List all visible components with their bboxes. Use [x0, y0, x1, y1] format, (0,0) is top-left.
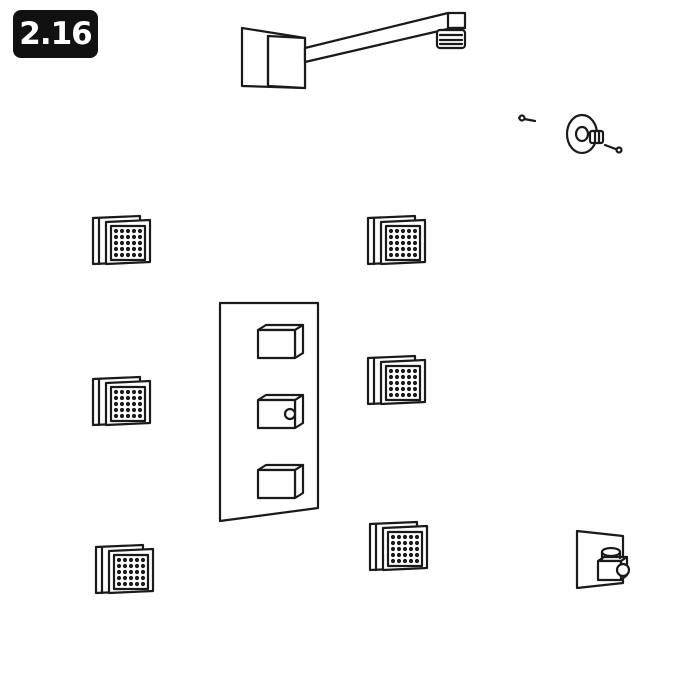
body-jets	[91, 214, 429, 595]
hand-shower-outlet	[575, 529, 631, 590]
shower-arm	[240, 11, 467, 90]
wall-elbow-connector	[565, 113, 623, 155]
body-jet	[366, 354, 427, 406]
body-jet	[94, 543, 155, 595]
body-jet	[366, 214, 427, 266]
body-jet	[91, 375, 152, 427]
body-jet	[91, 214, 152, 266]
body-jet	[368, 520, 429, 572]
valve-handle-top	[256, 323, 305, 360]
valve-handle-bottom	[256, 463, 305, 500]
thermostatic-valve	[218, 301, 320, 523]
mounting-screw	[517, 114, 537, 123]
figure-number-badge: 2.16	[13, 10, 98, 58]
valve-handle-middle	[256, 393, 305, 430]
